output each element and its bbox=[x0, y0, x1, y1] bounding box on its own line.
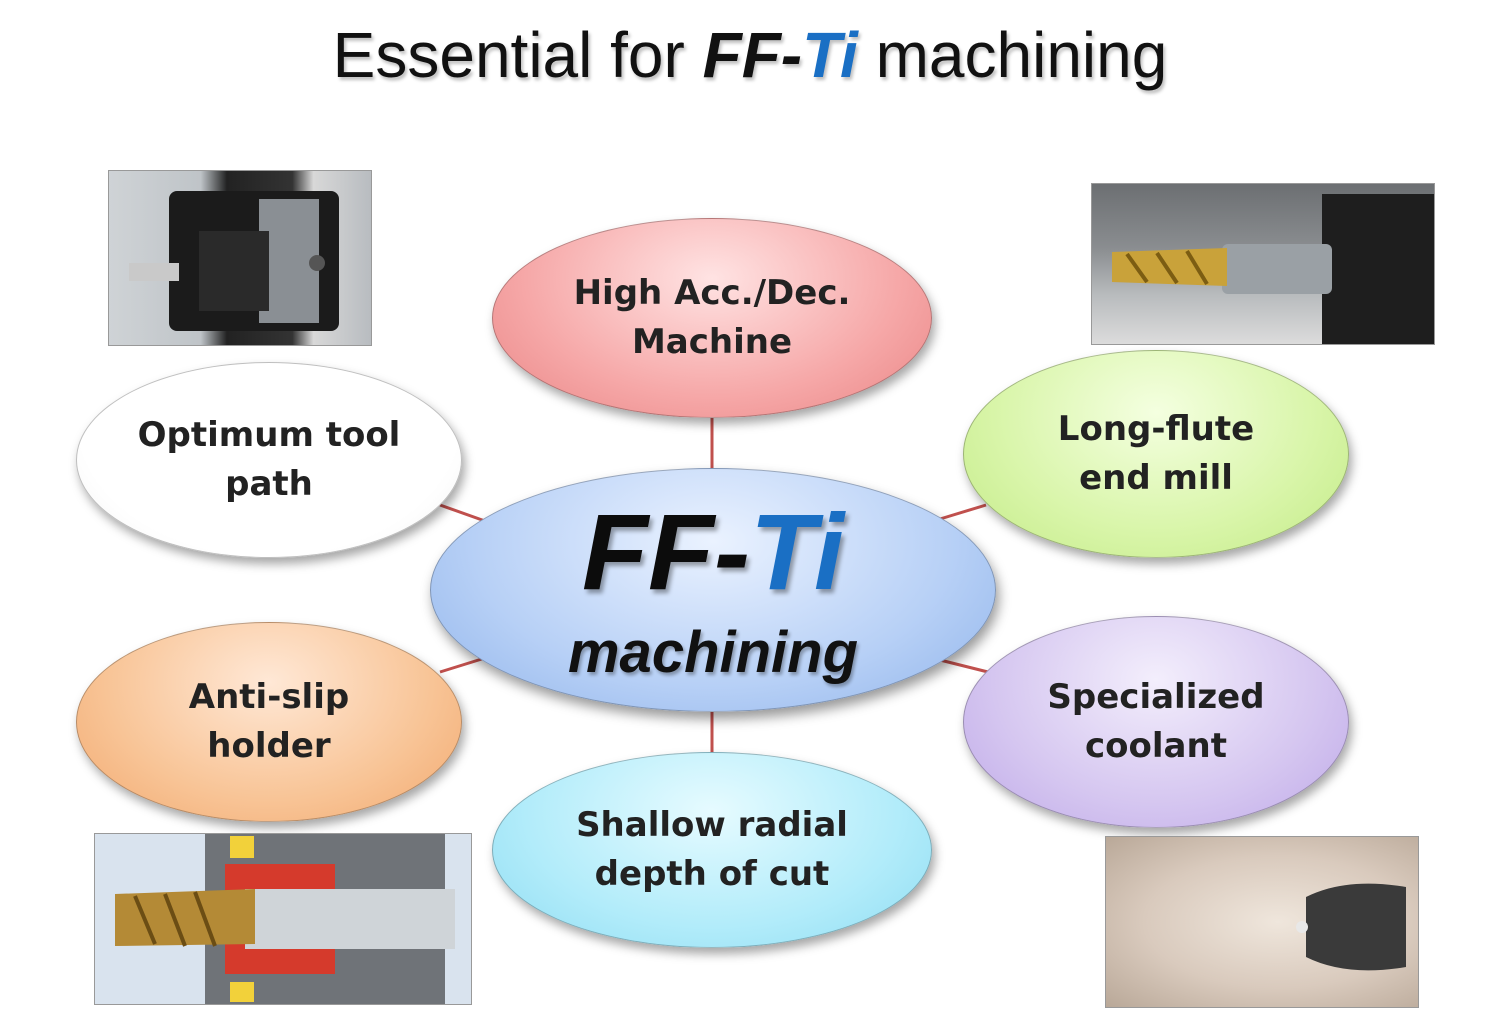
end-mill-illustration bbox=[1112, 194, 1434, 344]
center-ff: FF- bbox=[582, 491, 750, 612]
center-title: FF-Ti bbox=[431, 489, 995, 614]
link-right2 bbox=[939, 658, 989, 674]
long-flute-end-mill-photo bbox=[1091, 183, 1435, 345]
node-right2-label: Specialized coolant bbox=[1047, 676, 1265, 766]
node-specialized-coolant: Specialized coolant bbox=[963, 616, 1349, 828]
page-title: Essential for FF-Ti machining bbox=[0, 18, 1500, 92]
spindle-illustration bbox=[129, 191, 339, 331]
center-subtitle: machining bbox=[567, 620, 859, 685]
anti-slip-holder-cutaway-photo bbox=[94, 833, 472, 1005]
node-optimum-tool-path: Optimum tool path bbox=[76, 362, 462, 558]
machine-spindle-photo bbox=[108, 170, 372, 346]
center-node: FF-Ti machining bbox=[430, 468, 996, 712]
node-shallow-radial-depth: Shallow radial depth of cut bbox=[492, 752, 932, 948]
link-left2 bbox=[439, 656, 486, 674]
title-suffix: machining bbox=[857, 19, 1168, 91]
link-right1 bbox=[939, 503, 987, 521]
holder-cutaway-illustration bbox=[115, 834, 455, 1004]
node-bottom-label: Shallow radial depth of cut bbox=[576, 804, 848, 894]
link-left1 bbox=[439, 503, 486, 523]
node-left2-label: Anti-slip holder bbox=[188, 676, 350, 766]
coolant-spray-photo bbox=[1105, 836, 1419, 1008]
title-ff: FF- bbox=[702, 19, 803, 91]
title-prefix: Essential for bbox=[332, 19, 703, 91]
node-anti-slip-holder: Anti-slip holder bbox=[76, 622, 462, 822]
center-ti: Ti bbox=[749, 491, 844, 612]
coolant-spray-illustration bbox=[1296, 883, 1406, 971]
node-top-label: High Acc./Dec. Machine bbox=[573, 272, 851, 362]
node-high-acc-dec-machine: High Acc./Dec. Machine bbox=[492, 218, 932, 418]
node-right1-label: Long-flute end mill bbox=[1057, 408, 1255, 498]
node-left1-label: Optimum tool path bbox=[137, 414, 401, 504]
node-long-flute-end-mill: Long-flute end mill bbox=[963, 350, 1349, 558]
title-ti: Ti bbox=[802, 19, 858, 91]
